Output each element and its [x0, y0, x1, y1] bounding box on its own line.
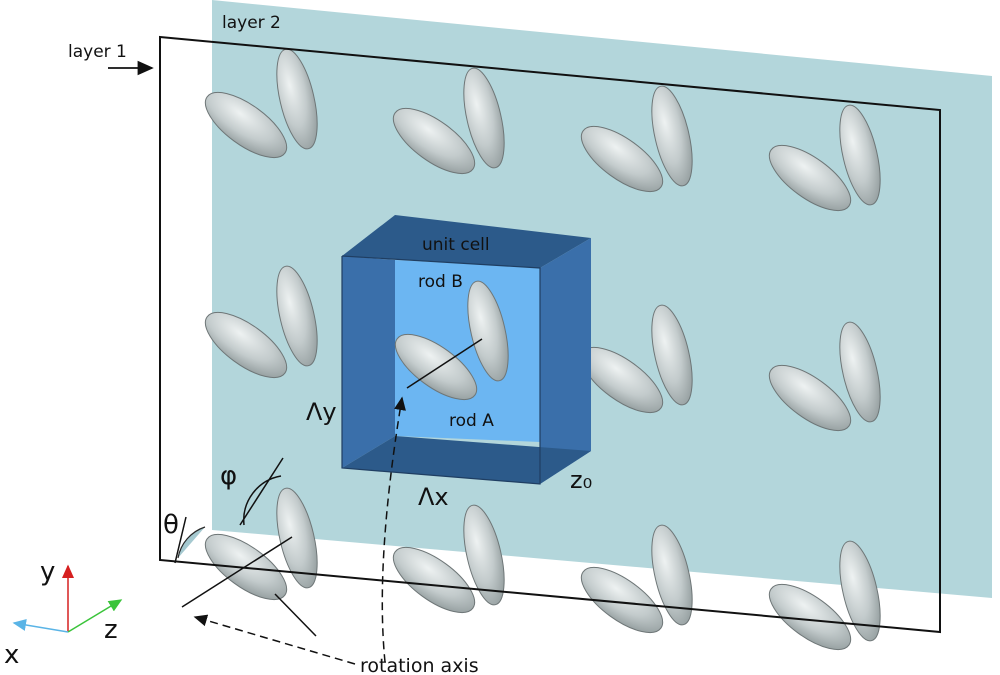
rod-a-lattice — [204, 91, 288, 159]
phi-arc — [243, 475, 282, 526]
rod-a-lattice — [768, 364, 852, 432]
z-axis-label: z — [104, 615, 118, 645]
unit-cell-bottom-face — [342, 436, 591, 484]
layer-2-plane — [212, 0, 992, 598]
unit-cell-right-face — [540, 238, 591, 484]
lambda-x-label: Λx — [418, 483, 449, 511]
rod-a — [394, 333, 478, 401]
rod-b-lattice — [651, 524, 693, 626]
rotation-axis-line-cell — [406, 338, 483, 389]
layer-1-frame — [159, 35, 941, 634]
rod-a-lattice — [204, 311, 288, 379]
rod-a-lattice — [392, 546, 476, 614]
phi-label: φ — [220, 461, 237, 491]
unit-cell-label: unit cell — [422, 235, 490, 255]
unit-cell-back-face — [395, 260, 540, 442]
rod-a-lattice — [580, 125, 664, 193]
theta-reference-line — [174, 516, 187, 564]
phi-reference-line — [239, 457, 284, 526]
rod-b — [467, 280, 509, 382]
rod-a-lattice — [392, 107, 476, 175]
layer-2-label: layer 2 — [222, 13, 281, 33]
rotation-axis-label: rotation axis — [360, 655, 479, 675]
unit-cell-edges — [341, 255, 541, 485]
rod-axis-line-bl — [274, 593, 317, 637]
theta-arc — [177, 526, 206, 559]
rotation-axis-arrow-left — [193, 614, 356, 665]
lambda-y-label: Λy — [306, 398, 337, 426]
unit-cell-box — [341, 215, 591, 485]
rod-b-lattice — [839, 104, 881, 206]
rod-b-lattice — [651, 85, 693, 187]
rotation-axis-line-bl — [181, 536, 293, 608]
unit-cell-left-face — [342, 256, 395, 468]
coordinate-axes — [12, 564, 123, 633]
unit-cell-top-face — [342, 215, 591, 268]
rod-b-lattice — [463, 504, 505, 606]
rod-b-label: rod B — [418, 272, 463, 292]
layer-1-label: layer 1 — [68, 42, 127, 62]
z-axis-arrow — [67, 599, 123, 633]
rod-b-lattice — [276, 265, 318, 367]
y-axis-label: y — [40, 557, 55, 587]
rod-a-label: rod A — [449, 411, 494, 431]
z0-label: z₀ — [570, 466, 592, 494]
rod-array — [204, 48, 881, 651]
x-axis-label: x — [4, 640, 19, 670]
rod-a-lattice — [580, 566, 664, 634]
rod-a-lattice — [768, 144, 852, 212]
rotation-axis-arrow-cell — [381, 396, 406, 663]
theta-label: θ — [163, 510, 179, 540]
rod-a-lattice — [768, 583, 852, 651]
rod-b-lattice — [839, 540, 881, 642]
rod-b-lattice — [463, 67, 505, 169]
rod-b-lattice — [276, 487, 318, 589]
rod-b-lattice — [651, 304, 693, 406]
rod-b-lattice — [839, 321, 881, 423]
x-axis-arrow — [12, 619, 69, 633]
